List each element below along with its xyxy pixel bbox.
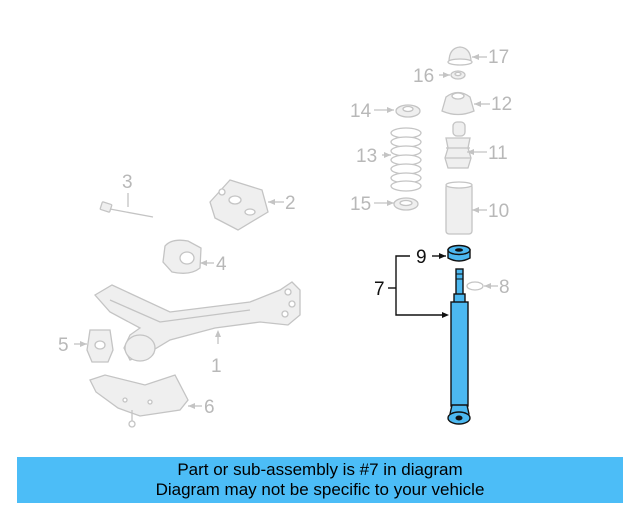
part-15-lower-seat [374, 197, 419, 211]
part-7-shock-absorber [447, 268, 471, 425]
callout-11: 11 [488, 143, 508, 164]
callout-2: 2 [285, 193, 296, 214]
callout-15: 15 [350, 194, 371, 215]
callout-7-bracket [388, 255, 449, 318]
callout-9: 9 [416, 247, 427, 268]
part-17-cap [447, 46, 487, 66]
part-11-bump-stop [444, 121, 487, 169]
callout-14: 14 [350, 101, 372, 122]
part-14-spring-seat [374, 104, 421, 118]
part-6-plate [89, 374, 202, 428]
banner-line-2: Diagram may not be specific to your vehi… [155, 480, 485, 499]
part-10-dust-boot [445, 181, 487, 235]
part-4-bushing [162, 239, 214, 274]
part-8-washer [466, 281, 498, 291]
part-13-coil-spring [382, 127, 422, 192]
callout-1: 1 [211, 356, 222, 377]
callout-4: 4 [216, 254, 227, 275]
callout-16: 16 [413, 66, 434, 87]
callout-17: 17 [488, 47, 509, 68]
callout-8: 8 [499, 277, 510, 298]
part-3-bolt [99, 193, 154, 218]
part-16-nut [439, 70, 466, 80]
part-5-bushing [74, 329, 114, 363]
callout-3: 3 [122, 172, 133, 193]
callout-13: 13 [356, 146, 377, 167]
callout-7: 7 [374, 279, 385, 300]
parts-diagram: 17 16 12 11 10 14 [58, 46, 512, 428]
banner-line-1: Part or sub-assembly is #7 in diagram [177, 460, 463, 479]
part-1-axle-beam [93, 281, 301, 362]
part-9-bushing [432, 244, 471, 262]
part-2-bracket [209, 179, 284, 231]
callout-6: 6 [204, 397, 215, 418]
callout-5: 5 [58, 335, 69, 356]
callout-10: 10 [488, 201, 509, 222]
info-banner: Part or sub-assembly is #7 in diagram Di… [17, 457, 623, 503]
part-12-mount [441, 91, 490, 116]
callout-12: 12 [491, 94, 512, 115]
